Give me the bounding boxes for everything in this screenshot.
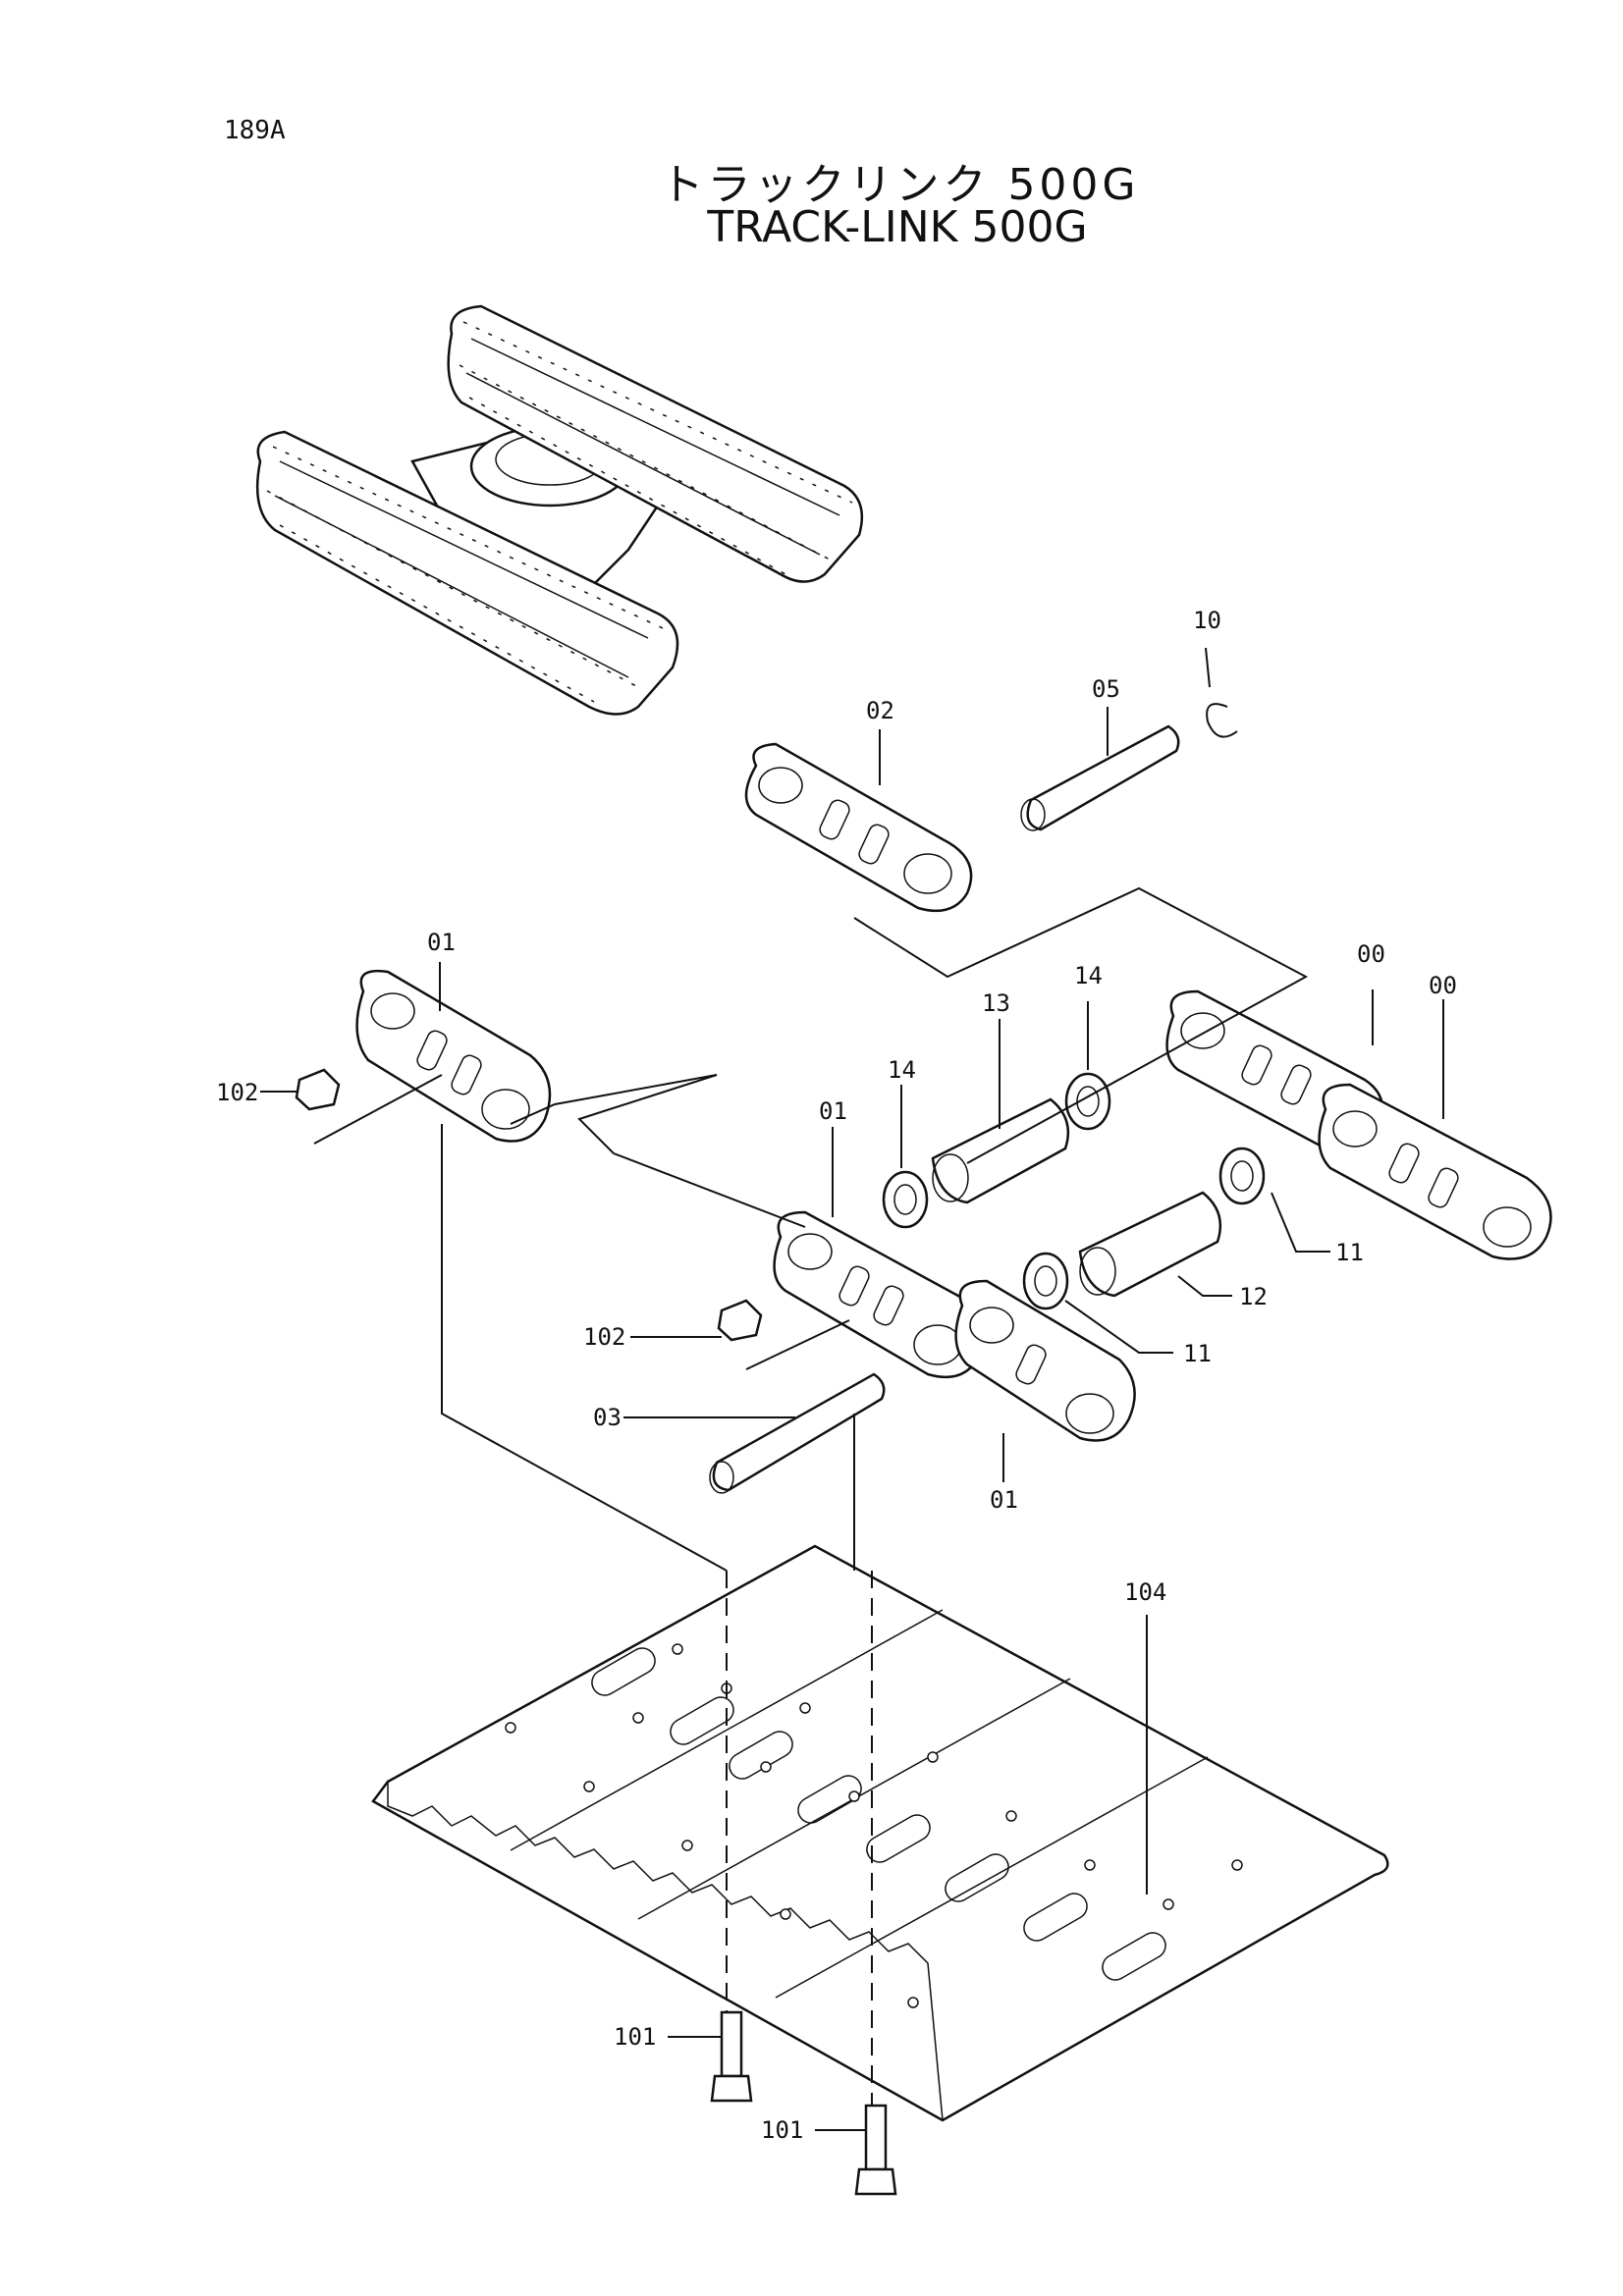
part-14-seal-left [882,1170,929,1229]
part-11-seal-right [1218,1147,1266,1205]
callout-12: 12 [1239,1283,1268,1310]
callout-13: 13 [982,989,1010,1017]
callout-00-rear: 00 [1357,940,1385,968]
callout-00-front: 00 [1429,972,1457,999]
part-101-bolt-left [710,2010,753,2103]
callout-14-left: 14 [888,1056,916,1084]
callout-05: 05 [1092,675,1120,703]
callout-14-right: 14 [1074,962,1103,989]
callout-01-center: 01 [819,1097,847,1125]
part-10-snap-ring [1206,703,1238,738]
part-00-link-front [1318,1083,1552,1260]
callout-102-upper: 102 [216,1079,258,1106]
part-104-track-shoes [371,1544,1389,2122]
callout-10: 10 [1193,607,1221,634]
title-english: TRACK-LINK 500G [707,202,1088,252]
part-03-pin [709,1372,886,1494]
title-japanese: トラックリンク 500G [660,160,1140,210]
part-02-link [744,742,973,913]
callout-104: 104 [1124,1578,1166,1606]
callout-labels: 10 05 02 01 00 00 13 14 14 01 102 102 03… [216,607,1457,2144]
leader-lines [260,647,1444,2131]
part-01-link-center-rear [773,1210,984,1379]
part-01-link-center-front [954,1279,1136,1442]
callout-11-left: 11 [1183,1340,1212,1367]
callout-01-upper: 01 [427,929,456,956]
part-101-bolt-right [854,2104,897,2196]
callout-102-lower: 102 [583,1323,625,1351]
page-number: 189A [224,116,286,145]
part-14-seal-right [1064,1072,1111,1131]
part-12-bushing [1078,1191,1222,1298]
callout-02: 02 [866,697,894,724]
callout-01-lower: 01 [990,1486,1018,1514]
callout-11-right: 11 [1335,1239,1364,1266]
part-01-link-upper-left [355,969,552,1143]
part-05-pin [1020,724,1180,831]
callout-03: 03 [593,1404,622,1431]
part-102-nut-lower [717,1299,763,1342]
part-102-nut-upper [295,1068,341,1111]
assembly-guide-lines [313,886,1309,2106]
part-11-seal-left [1022,1252,1069,1310]
callout-101-left: 101 [614,2023,656,2051]
callout-101-right: 101 [761,2116,803,2144]
crawler-undercarriage-illustration [255,304,864,716]
